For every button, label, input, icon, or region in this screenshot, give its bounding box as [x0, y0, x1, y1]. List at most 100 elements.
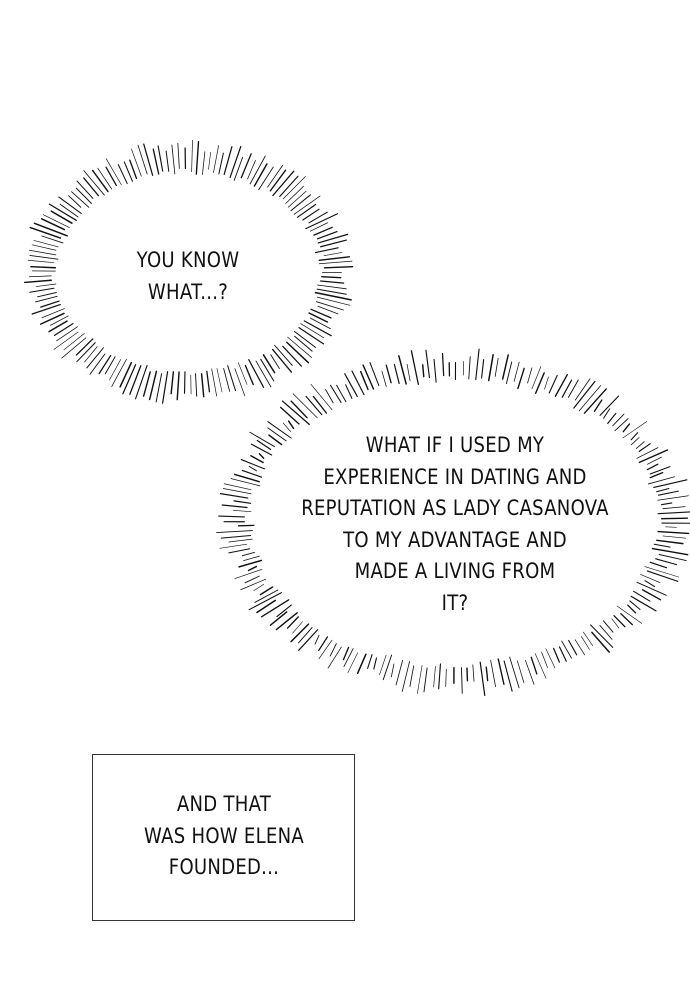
burst-line: [191, 139, 193, 173]
burst-line: [233, 156, 244, 181]
burst-line: [501, 354, 509, 380]
burst-line: [616, 605, 642, 624]
burst-line: [68, 195, 82, 208]
burst-line: [84, 346, 98, 363]
burst-line: [342, 646, 350, 661]
burst-line: [481, 359, 485, 379]
burst-line: [244, 364, 254, 386]
burst-line: [267, 427, 287, 442]
burst-line: [655, 558, 678, 566]
burst-line: [232, 510, 252, 513]
burst-line: [98, 354, 112, 375]
burst-line: [59, 203, 79, 218]
burst-line: [37, 292, 57, 298]
burst-line: [593, 399, 603, 412]
burst-line: [649, 561, 668, 569]
burst-line: [83, 170, 105, 196]
burst-line: [221, 504, 248, 509]
burst-line: [279, 175, 299, 198]
burst-line: [658, 554, 687, 562]
burst-line: [165, 150, 170, 172]
burst-line: [29, 226, 62, 239]
burst-line: [369, 362, 380, 386]
burst-line: [509, 656, 520, 689]
burst-line: [561, 640, 572, 659]
burst-line: [33, 240, 59, 248]
text-line: IT?: [441, 590, 469, 615]
burst-line: [310, 317, 331, 330]
burst-line: [517, 660, 525, 684]
burst-line: [135, 364, 148, 400]
burst-line: [423, 667, 428, 693]
burst-line: [298, 629, 319, 651]
burst-line: [28, 275, 52, 278]
burst-line: [218, 152, 224, 175]
text-line: WAS HOW ELENA: [144, 823, 304, 848]
burst-line: [105, 166, 117, 187]
burst-line: [318, 636, 329, 652]
burst-line: [545, 648, 556, 669]
burst-line: [316, 230, 338, 240]
burst-line: [29, 255, 59, 260]
burst-line: [240, 578, 267, 591]
burst-line: [40, 300, 60, 308]
burst-line: [321, 275, 342, 279]
burst-line: [249, 155, 266, 185]
burst-line: [612, 413, 625, 427]
burst-line: [362, 364, 375, 390]
burst-line: [644, 580, 656, 588]
burst-line: [219, 543, 248, 549]
burst-line: [42, 214, 70, 228]
burst-line: [657, 530, 690, 535]
burst-line: [312, 395, 328, 414]
burst-line: [646, 463, 659, 471]
burst-line: [651, 547, 689, 556]
burst-line: [317, 305, 339, 315]
burst-line: [31, 244, 57, 251]
burst-line: [316, 288, 347, 295]
burst-line: [323, 265, 354, 269]
burst-line: [614, 418, 629, 432]
burst-line: [35, 295, 58, 303]
burst-line: [438, 663, 442, 690]
burst-line: [48, 203, 77, 221]
burst-line: [58, 196, 82, 215]
burst-line: [286, 616, 299, 629]
burst-line: [276, 604, 292, 618]
burst-line: [359, 370, 369, 391]
burst-line: [630, 437, 640, 446]
burst-line: [314, 291, 352, 301]
burst-line: [250, 454, 264, 464]
burst-line: [249, 431, 275, 448]
burst-line: [171, 144, 176, 175]
burst-line: [517, 367, 525, 390]
burst-line: [599, 395, 620, 416]
burst-line: [381, 370, 387, 387]
burst-line: [76, 180, 94, 199]
burst-line: [137, 144, 148, 175]
burst-line: [213, 145, 219, 173]
burst-line: [233, 473, 260, 483]
burst-line: [109, 359, 122, 381]
burst-line: [574, 639, 586, 656]
burst-line: [48, 320, 68, 333]
burst-line: [293, 195, 321, 215]
burst-line: [320, 239, 348, 248]
burst-line: [646, 570, 679, 582]
burst-line: [620, 613, 633, 626]
burst-line: [613, 615, 626, 628]
burst-line: [267, 164, 284, 188]
burst-line: [61, 337, 87, 359]
burst-line: [240, 153, 252, 179]
burst-line: [633, 590, 651, 602]
burst-line: [247, 160, 256, 180]
burst-line: [206, 370, 211, 393]
burst-line: [152, 148, 160, 175]
burst-line: [40, 218, 66, 231]
burst-line: [351, 370, 365, 396]
burst-line: [317, 284, 347, 290]
burst-line: [318, 256, 351, 262]
burst-line: [622, 423, 631, 433]
burst-line: [76, 342, 96, 363]
text-line: WHAT IF I USED MY: [365, 433, 545, 457]
